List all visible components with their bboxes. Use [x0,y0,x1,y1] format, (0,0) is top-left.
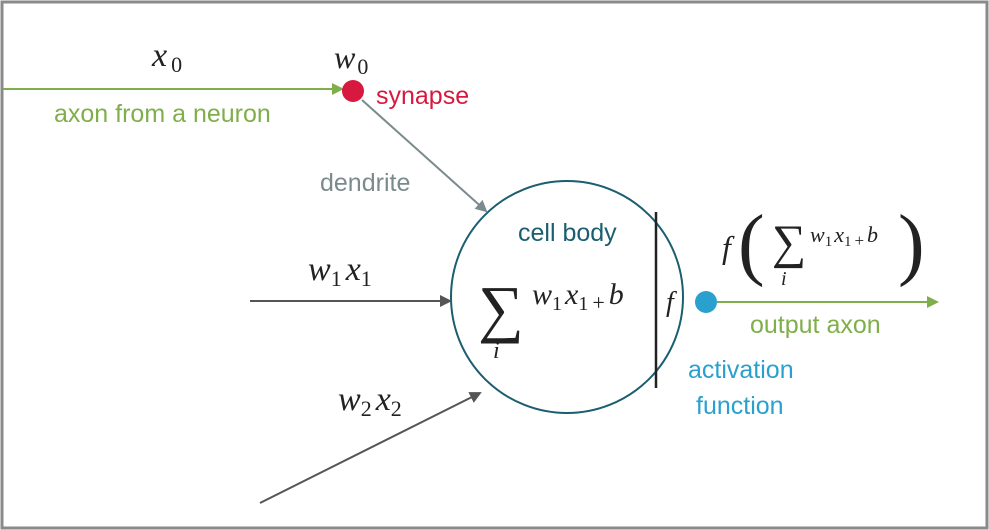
dendrite-arrow [361,99,488,213]
output-rparen: ) [898,200,925,288]
output-expression: w1x1+b [810,222,878,250]
activation-label-line2: function [696,392,784,420]
activation-label-line1: activation [688,356,794,384]
cell-body-label: cell body [518,219,617,247]
output-lparen: ( [738,200,765,288]
sum-index: i [493,338,500,364]
activation-dot [695,291,717,313]
dendrite-label: dendrite [320,169,410,197]
synapse-dot [342,80,364,102]
sum-symbol: ∑ [478,273,524,344]
output-axon-label: output axon [750,311,881,339]
synapse-label: synapse [376,82,469,110]
w0-label: w0 [334,39,368,79]
output-sum-index: i [781,268,787,290]
output-sum-symbol: ∑ [772,216,806,269]
f-inside-label: f [666,287,677,318]
input2-arrow [259,392,482,504]
axon-from-neuron-label: axon from a neuron [54,100,271,128]
